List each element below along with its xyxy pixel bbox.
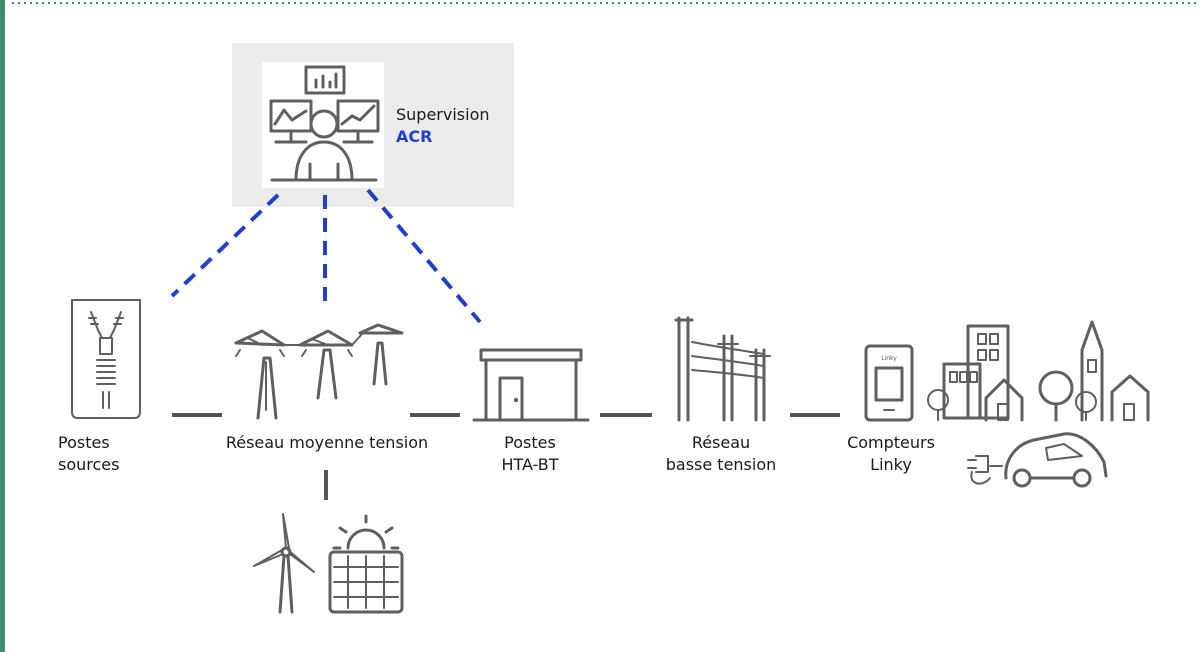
buildings-icon xyxy=(927,324,1010,421)
church-icon xyxy=(1038,320,1104,422)
label-postes-sources: Postes sources xyxy=(58,432,154,476)
solar-panel-icon xyxy=(328,514,404,614)
power-poles-icon xyxy=(674,316,771,422)
supervision-label: Supervision ACR xyxy=(396,104,490,148)
label-reseau-basse-tension-line1: Réseau xyxy=(691,433,751,452)
label-postes-sources-line1: Postes xyxy=(58,433,110,452)
electric-car-icon xyxy=(967,432,1108,488)
houses-icon xyxy=(984,374,1150,422)
wind-turbine-icon xyxy=(253,513,315,614)
supervision-title: Supervision xyxy=(396,105,490,124)
supervision-acr-label: ACR xyxy=(396,127,433,146)
frame-left-bar xyxy=(0,0,5,652)
supervision-link-postes-hta-bt xyxy=(366,188,482,324)
label-compteurs-linky-line1: Compteurs xyxy=(847,433,935,452)
linky-meter-icon: Linky xyxy=(864,344,914,422)
linky-screen-text: Linky xyxy=(881,355,897,362)
operator-screens-icon xyxy=(269,65,380,182)
pylons-icon xyxy=(234,323,404,420)
label-reseau-basse-tension: Réseau basse tension xyxy=(656,432,786,476)
label-reseau-basse-tension-line2: basse tension xyxy=(665,455,777,474)
transformer-icon xyxy=(71,299,141,419)
label-postes-sources-line2: sources xyxy=(58,455,120,474)
label-postes-hta-bt-line1: Postes xyxy=(504,433,556,452)
substation-icon xyxy=(472,348,590,422)
label-reseau-moyenne-tension: Réseau moyenne tension xyxy=(204,432,450,454)
label-reseau-moyenne-tension-line1: Réseau moyenne tension xyxy=(225,433,429,452)
label-compteurs-linky-line2: Linky xyxy=(870,455,912,474)
label-postes-hta-bt-line2: HTA-BT xyxy=(501,455,559,474)
label-compteurs-linky: Compteurs Linky xyxy=(836,432,946,476)
supervision-link-postes-sources xyxy=(170,193,280,298)
label-postes-hta-bt: Postes HTA-BT xyxy=(474,432,586,476)
